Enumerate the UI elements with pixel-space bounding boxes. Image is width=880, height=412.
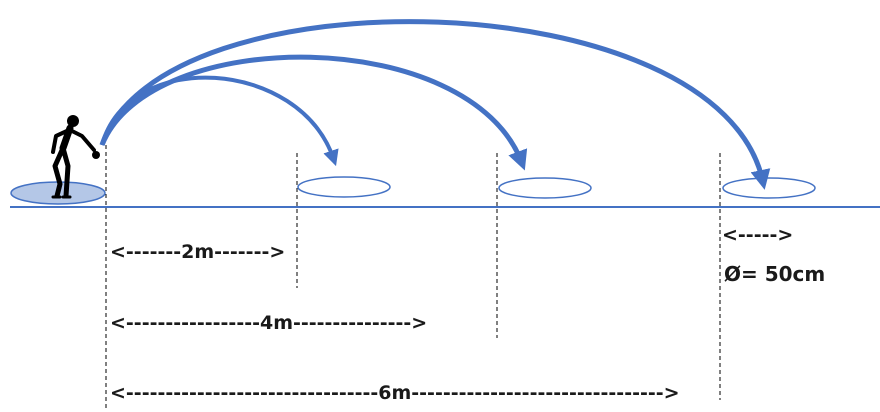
throw-arc-4m [99, 54, 528, 171]
distance-label-2m: <-------2m-------> [110, 241, 285, 263]
target-ring-6m [722, 177, 816, 199]
diameter-label: Ø= 50cm [724, 262, 825, 286]
distance-label-6m: <--------------------------------6m-----… [110, 382, 680, 404]
diameter-arrow-label: <-----> [722, 224, 793, 246]
distance-label-4m: <-----------------4m---------------> [110, 312, 427, 334]
target-ring-4m [498, 177, 592, 199]
throw-arc-2m [100, 75, 339, 167]
person-throwing-icon [51, 115, 100, 199]
throw-arc-6m [99, 19, 771, 190]
target-ring-2m [297, 176, 391, 198]
